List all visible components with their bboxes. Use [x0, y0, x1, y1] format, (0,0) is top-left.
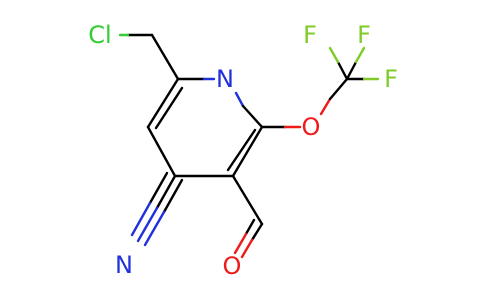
- atom-label-fluorine-top-right: F: [357, 21, 371, 49]
- bond-cho-o-red: [240, 238, 254, 259]
- bond-cho-o2-red: [233, 232, 248, 255]
- bond-o-cf3-red: [319, 97, 332, 116]
- bond-c4-cn-3-blue: [143, 210, 166, 247]
- bond-c4-cn-dark: [155, 174, 177, 210]
- atom-label-nitrile-nitrogen: N: [115, 251, 133, 279]
- atom-label-ring-nitrogen: N: [216, 65, 234, 93]
- bond-c-f3-green: [354, 46, 366, 64]
- atom-label-ether-oxygen: O: [302, 113, 321, 141]
- bond-c2-c3: [231, 125, 264, 178]
- bond-c3-cho: [231, 174, 264, 226]
- atom-label-aldehyde-oxygen: O: [223, 252, 242, 280]
- atom-label-fluorine-right: F: [384, 65, 398, 93]
- bond-c5-c6: [146, 77, 180, 129]
- bond-c-f2-dark: [345, 60, 358, 81]
- bond-cho-o2-dark: [244, 218, 256, 236]
- bond-c6-ch2: [150, 33, 180, 81]
- bond-cho-o-dark: [250, 222, 264, 242]
- bond-c4-cn-blue: [136, 206, 159, 243]
- bond-n1-c2-dark: [241, 104, 264, 129]
- bond-c2-c3-inner: [226, 128, 257, 172]
- bond-c4-c5: [146, 125, 177, 178]
- bond-c4-cn-3-dark: [162, 178, 184, 214]
- bond-o-cf3-dark: [328, 77, 349, 101]
- bond-c4-cn-2-blue: [130, 201, 152, 237]
- bond-c-f1-dark: [336, 60, 349, 81]
- bond-c5-c6-inner: [154, 86, 184, 130]
- atom-label-chlorine: Cl: [88, 21, 111, 49]
- bond-c4-cn-2-dark: [148, 171, 169, 205]
- bond-c-f1-green: [328, 46, 340, 64]
- bond-n1-c2-blue: [234, 91, 245, 108]
- atom-label-fluorine-top-left: F: [303, 21, 317, 49]
